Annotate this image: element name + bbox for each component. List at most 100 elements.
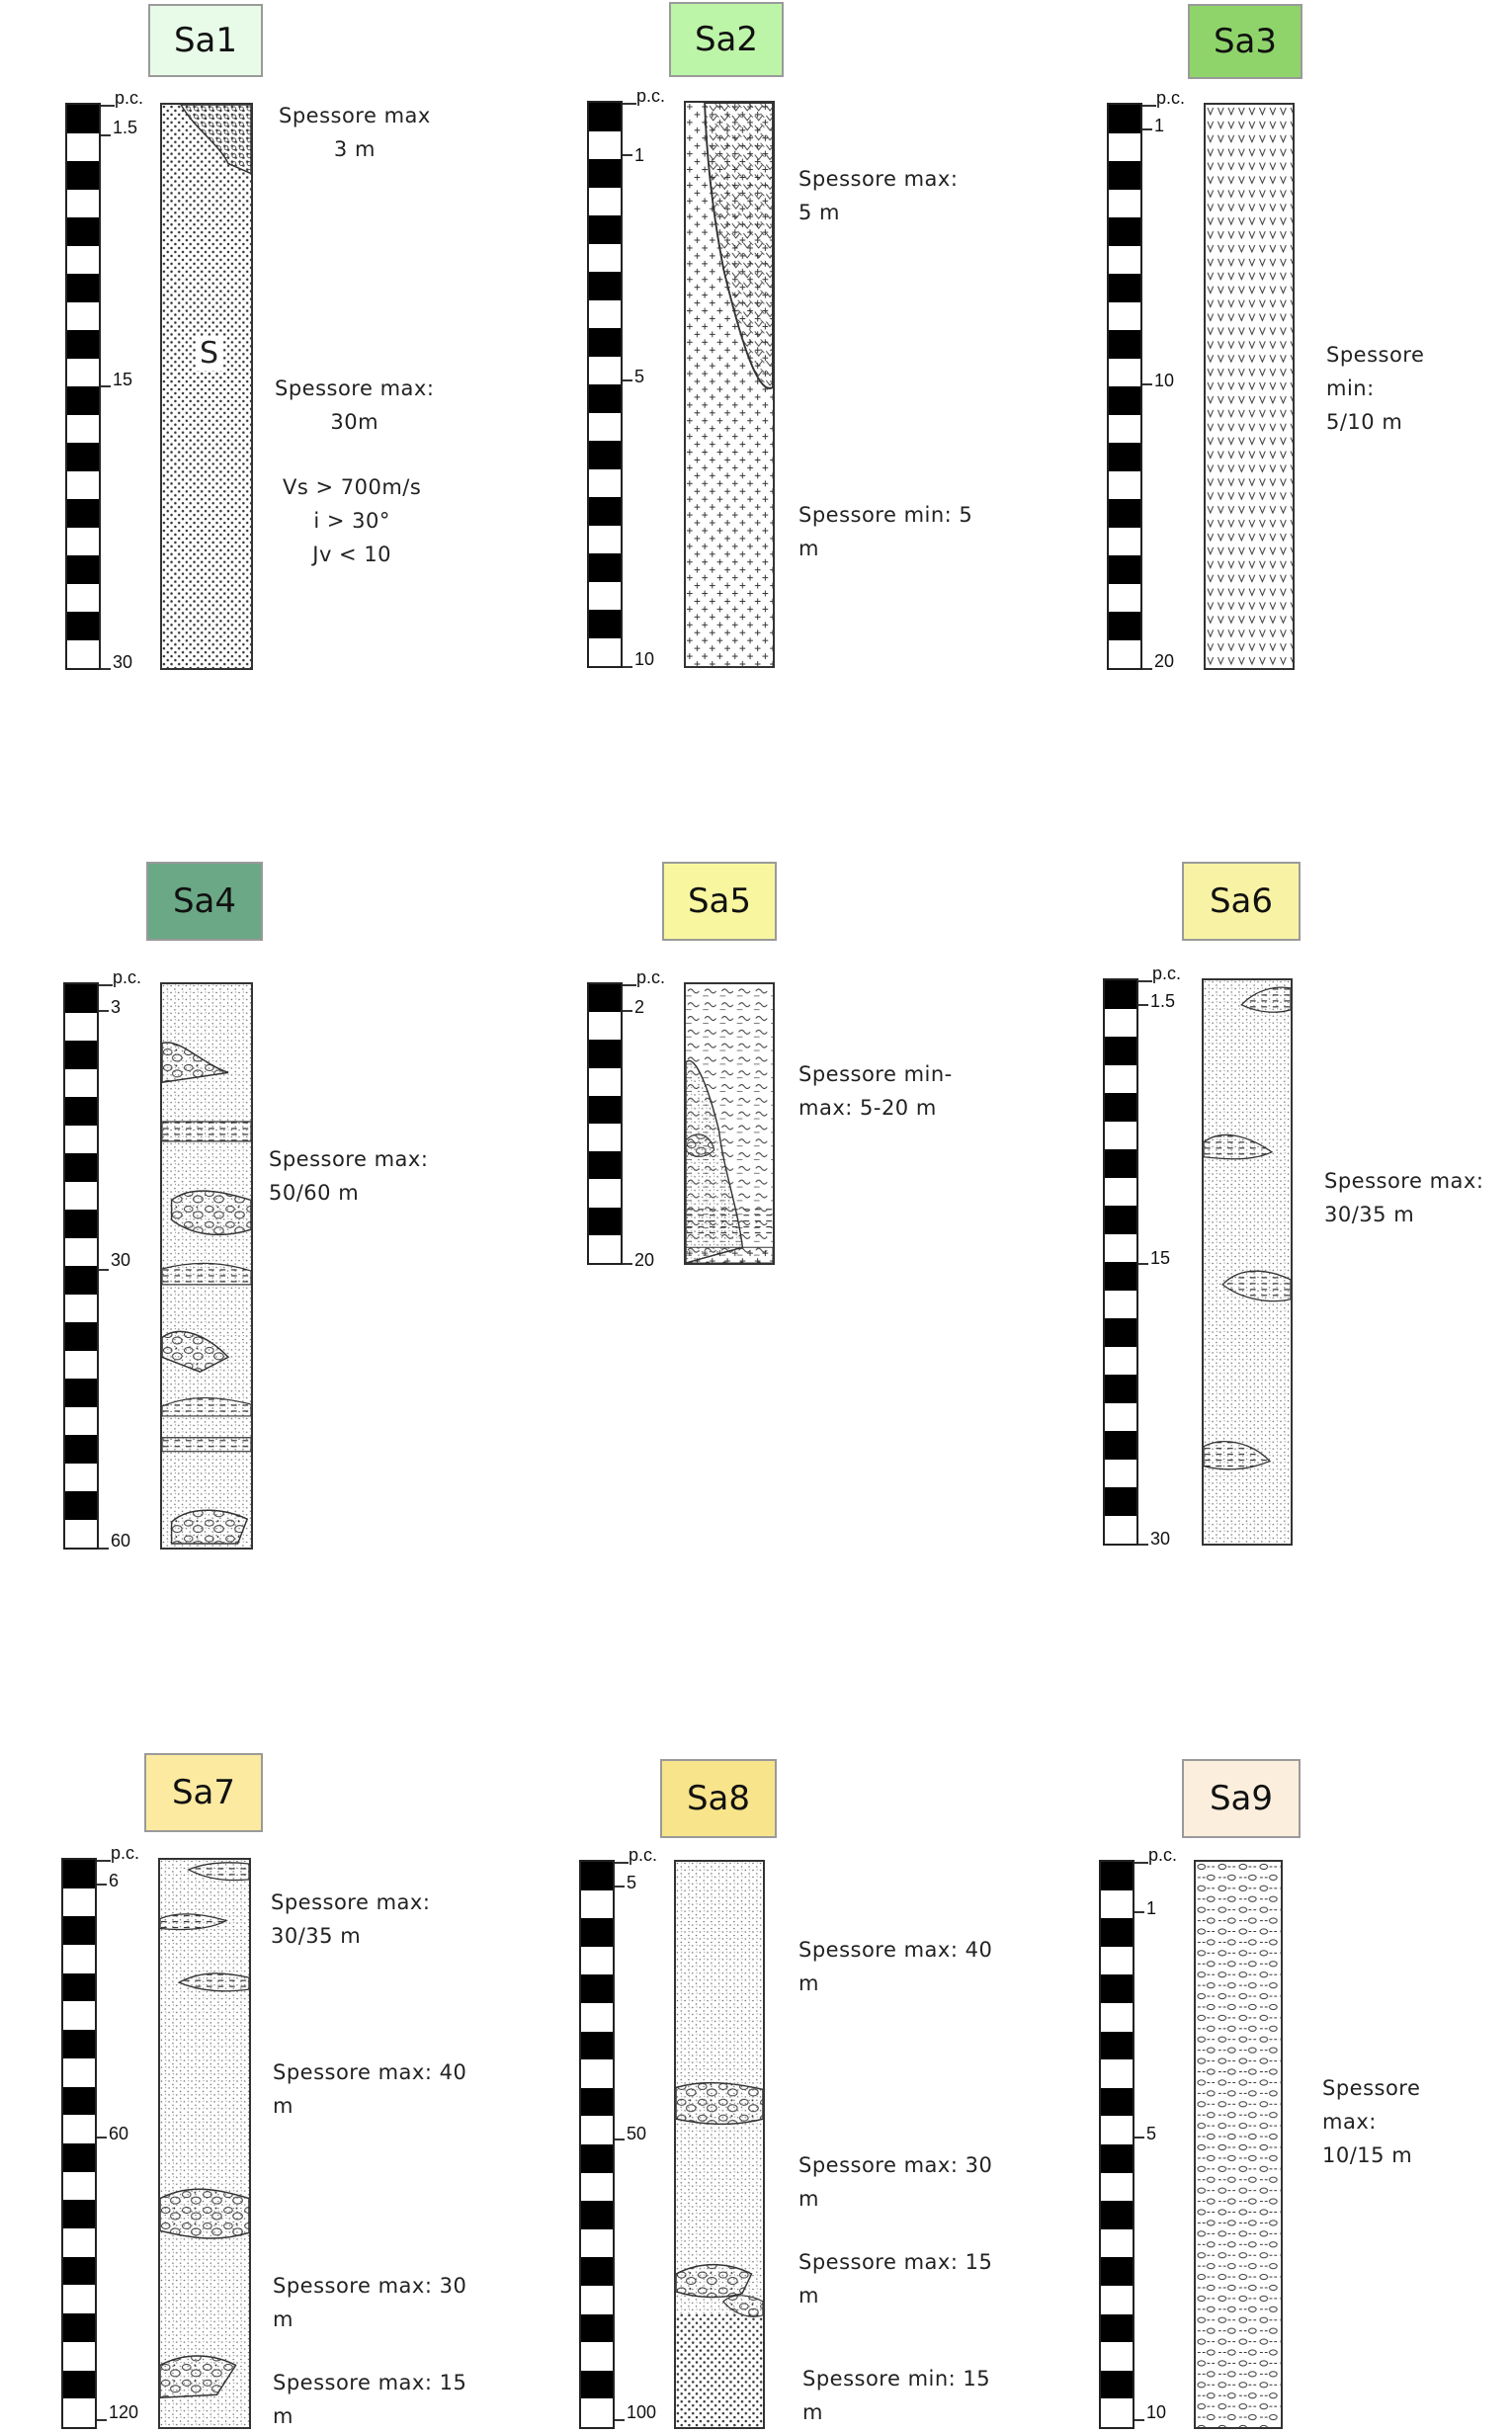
depth-tick <box>623 666 632 668</box>
depth-tick <box>1142 383 1152 385</box>
depth-label: 100 <box>627 2403 656 2421</box>
sand-pattern <box>1204 980 1291 1544</box>
scale-segment <box>63 2313 95 2342</box>
depth-label: 5 <box>1146 2125 1156 2142</box>
scale-segment <box>67 161 99 190</box>
scale-segment <box>1101 2088 1133 2117</box>
panel-title: Sa1 <box>148 4 263 77</box>
stratigraphic-column <box>160 982 253 1550</box>
depth-label: 30 <box>113 653 132 671</box>
scale-segment <box>1109 217 1140 246</box>
scale-segment <box>1101 2201 1133 2229</box>
depth-label: 1.5 <box>1150 992 1175 1010</box>
depth-label: 10 <box>634 650 654 668</box>
depth-scale <box>587 982 623 1265</box>
scale-segment <box>1105 1093 1136 1122</box>
depth-scale <box>61 1858 97 2429</box>
annotation: Spessore max: 30/35 m <box>1324 1164 1483 1231</box>
surface-label: p.c. <box>636 87 665 105</box>
scale-segment <box>63 2257 95 2286</box>
scale-segment <box>1109 330 1140 359</box>
depth-label: 5 <box>627 1874 636 1891</box>
depth-scale <box>1107 103 1142 670</box>
depth-label: 1 <box>634 146 644 164</box>
annotation: Spessore min: 15 m <box>802 2362 990 2429</box>
depth-tick <box>99 1548 109 1550</box>
scale-segment <box>589 553 621 582</box>
scale-segment <box>1109 105 1140 133</box>
scale-segment <box>63 2030 95 2058</box>
layered-pattern <box>676 1862 763 2427</box>
scale-segment <box>589 384 621 413</box>
surface-tick <box>99 984 113 986</box>
panel-title: Sa7 <box>144 1753 263 1832</box>
scale-segment <box>589 1040 621 1067</box>
depth-label: 60 <box>111 1532 130 1550</box>
stratigraphic-column <box>1194 1860 1283 2429</box>
scale-segment <box>581 1862 613 1890</box>
scale-segment <box>589 1208 621 1235</box>
surface-tick <box>1142 105 1156 107</box>
depth-tick <box>99 1010 109 1012</box>
surface-tick <box>623 984 636 986</box>
surface-label: p.c. <box>629 1846 657 1864</box>
depth-label: 15 <box>113 371 132 388</box>
depth-tick <box>1138 1544 1148 1546</box>
scale-segment <box>67 105 99 133</box>
annotation: Spessore max: 40 m <box>273 2055 466 2123</box>
scale-segment <box>589 103 621 131</box>
scale-segment <box>581 2314 613 2343</box>
depth-tick <box>1134 1911 1144 1913</box>
depth-label: 20 <box>1154 652 1174 670</box>
stratigraphic-column <box>674 1860 765 2429</box>
depth-label: 2 <box>634 998 644 1016</box>
depth-tick <box>623 1263 632 1265</box>
scale-segment <box>1101 1974 1133 2003</box>
stratigraphic-column <box>1204 103 1295 670</box>
surface-label: p.c. <box>111 1844 139 1862</box>
depth-label: 20 <box>634 1251 654 1269</box>
volcanic-pattern <box>1206 105 1293 668</box>
depth-tick <box>1134 2137 1144 2139</box>
sand-pattern <box>162 105 251 668</box>
mixed-pattern <box>160 1860 249 2427</box>
annotation: Spessore max: 30 m <box>798 2148 992 2216</box>
depth-tick <box>615 2139 625 2140</box>
surface-label: p.c. <box>1152 965 1181 982</box>
scale-segment <box>1105 1431 1136 1460</box>
depth-label: 10 <box>1146 2403 1166 2421</box>
scale-segment <box>589 272 621 300</box>
annotation: Spessore min: 5/10 m <box>1326 338 1424 439</box>
scale-segment <box>65 1435 97 1464</box>
depth-label: 1.5 <box>113 119 137 136</box>
scale-segment <box>65 1153 97 1182</box>
surface-tick <box>615 1862 629 1864</box>
panel-title: Sa6 <box>1182 862 1301 941</box>
annotation: Vs > 700m/s i > 30° Jv < 10 <box>283 470 421 571</box>
depth-scale <box>579 1860 615 2429</box>
depth-tick <box>1138 1263 1148 1265</box>
scale-segment <box>581 2201 613 2229</box>
scale-segment <box>65 984 97 1013</box>
depth-tick <box>615 1886 625 1888</box>
scale-segment <box>1109 161 1140 190</box>
column-letter: S <box>196 336 222 371</box>
surface-label: p.c. <box>113 968 141 986</box>
scale-segment <box>1105 1037 1136 1065</box>
depth-tick <box>1142 128 1152 130</box>
scale-segment <box>1109 555 1140 584</box>
scale-segment <box>63 1973 95 2002</box>
annotation: Spessore max: 15 m <box>273 2366 466 2433</box>
depth-tick <box>101 134 111 136</box>
surface-tick <box>623 103 636 105</box>
scale-segment <box>63 2143 95 2172</box>
depth-label: 3 <box>111 998 121 1016</box>
annotation: Spessore max 3 m <box>279 99 431 166</box>
depth-tick <box>97 1884 107 1886</box>
surface-tick <box>101 105 115 107</box>
granite-pattern <box>686 103 773 666</box>
scale-segment <box>1109 443 1140 471</box>
stratigraphic-column <box>1202 978 1293 1546</box>
scale-segment <box>67 443 99 471</box>
scale-segment <box>589 215 621 244</box>
